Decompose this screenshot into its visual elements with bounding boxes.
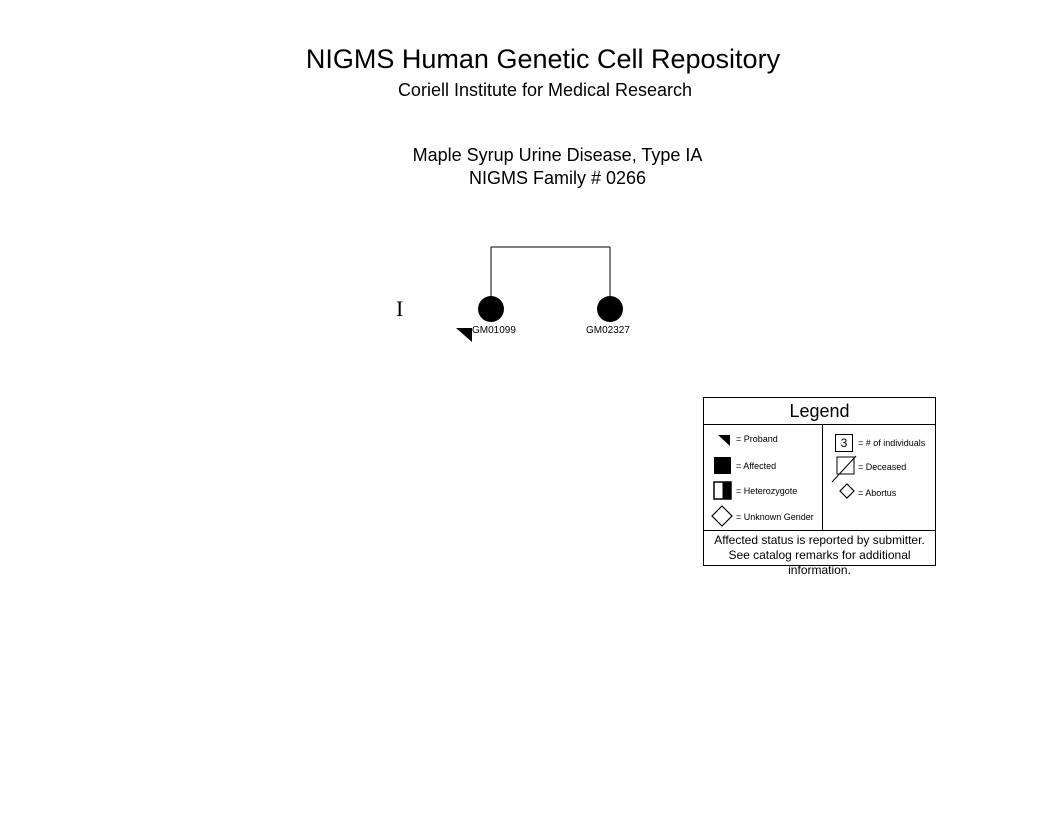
legend-individuals-label: = # of individuals	[858, 438, 926, 448]
legend-left-column: = Proband = Affected = Heterozygote = Un…	[704, 425, 823, 530]
legend-deceased-label: = Deceased	[858, 462, 907, 472]
legend: Legend = Proband = Affected = Heterozygo…	[703, 397, 936, 577]
individual-count-box: 3	[835, 434, 853, 452]
page-subtitle: Coriell Institute for Medical Research	[397, 80, 693, 100]
deceased-icon	[831, 455, 857, 483]
disease-title: Maple Syrup Urine Disease, Type IA	[412, 145, 703, 165]
legend-right-column: 3 = # of individuals = Deceased = Abortu…	[823, 425, 935, 530]
unknown-gender-diamond-icon	[711, 505, 733, 527]
proband-arrow-icon	[456, 328, 472, 342]
legend-abortus-label: = Abortus	[858, 488, 897, 498]
legend-affected-label: = Affected	[736, 461, 777, 471]
proband-icon	[718, 435, 730, 446]
legend-note: Affected status is reported by submitter…	[704, 530, 935, 577]
generation-label: I	[396, 296, 404, 321]
pedigree-chart	[456, 246, 623, 342]
individual-gm01099-symbol[interactable]	[478, 296, 504, 322]
individual-gm02327-symbol[interactable]	[597, 296, 623, 322]
page-title: NIGMS Human Genetic Cell Repository	[305, 44, 781, 74]
heterozygote-square-icon	[713, 481, 732, 500]
legend-title: Legend	[704, 398, 935, 425]
individual-gm02327-label: GM02327	[586, 325, 630, 336]
affected-square-icon	[714, 457, 731, 474]
legend-proband-label: = Proband	[736, 434, 778, 444]
abortus-diamond-icon	[839, 483, 855, 499]
legend-heterozygote-label: = Heterozygote	[736, 486, 798, 496]
individual-gm01099-label: GM01099	[472, 325, 516, 336]
family-number: NIGMS Family # 0266	[468, 168, 647, 188]
legend-unknown-gender-label: = Unknown Gender	[736, 512, 814, 522]
